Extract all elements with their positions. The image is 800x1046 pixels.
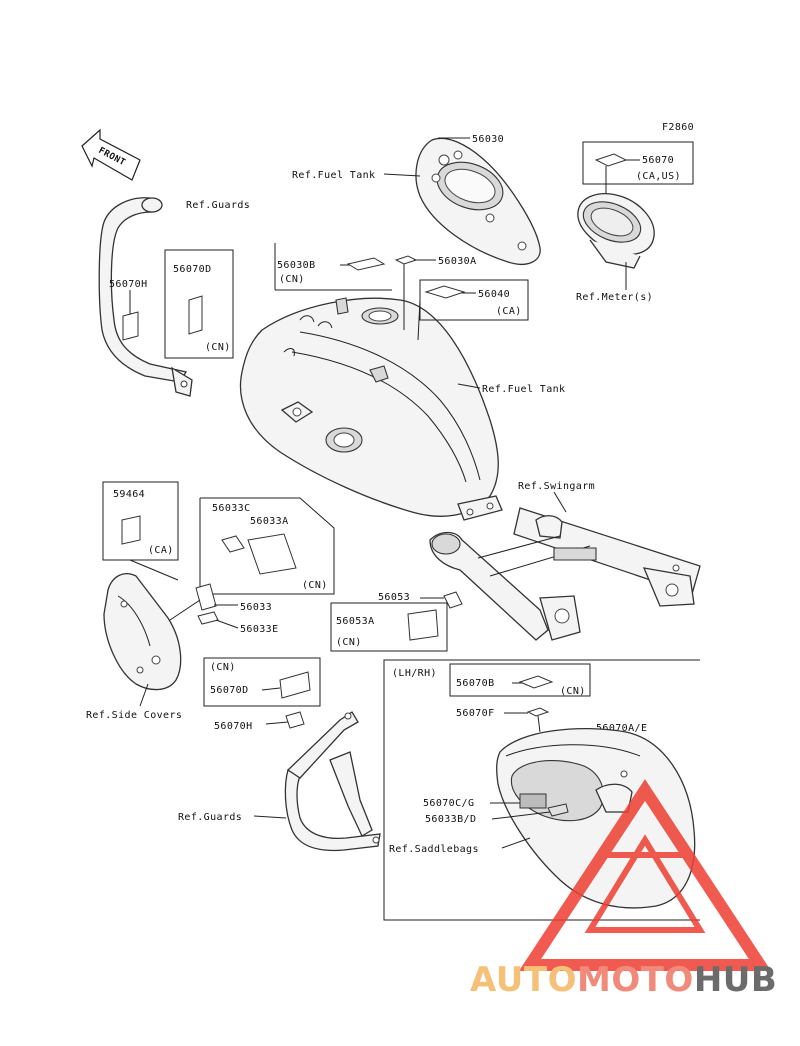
cn-box-56070D-top (164, 249, 234, 359)
rear-guard-bottom (284, 711, 381, 852)
ref-side-covers-label: Ref.Side Covers (86, 710, 182, 721)
part-56030: 56030 (472, 134, 504, 145)
decal-56070H-bottom (285, 711, 305, 729)
decal-56070F (526, 707, 550, 717)
decal-56033C (221, 535, 245, 553)
decal-56040 (424, 285, 466, 299)
cn-56070B: (CN) (560, 686, 586, 697)
decal-56070 (594, 153, 628, 167)
fuel-tank (239, 297, 503, 521)
part-56070C-G: 56070C/G (423, 798, 474, 809)
decal-56053A (407, 609, 439, 641)
fuel-tank-cover (415, 137, 541, 265)
part-56053: 56053 (378, 592, 410, 603)
cn-box-56070D-bottom (203, 657, 321, 707)
decal-56033 (195, 583, 217, 611)
cn-box-56070B (449, 663, 591, 697)
saddlebag (496, 728, 696, 909)
ref-saddlebags-label: Ref.Saddlebags (389, 844, 479, 855)
part-56040: 56040 (478, 289, 510, 300)
part-56033A: 56033A (250, 516, 289, 527)
part-59464: 59464 (113, 489, 145, 500)
ref-fuel-tank-top-label: Ref.Fuel Tank (292, 170, 375, 181)
lhrh-label: (LH/RH) (392, 668, 437, 679)
part-56070B: 56070B (456, 678, 495, 689)
lhrh-frame (383, 659, 700, 921)
decal-56053 (443, 591, 463, 609)
figure-code: F2860 (662, 122, 694, 133)
part-56070H-top: 56070H (109, 279, 148, 290)
part-56070A-E: 56070A/E (596, 723, 647, 734)
ca-us-box-56070 (582, 141, 694, 185)
part-56033C: 56033C (212, 503, 251, 514)
part-56070: 56070 (642, 155, 674, 166)
front-guard-top (98, 197, 193, 397)
part-56070F: 56070F (456, 708, 495, 719)
ref-swingarm-label: Ref.Swingarm (518, 481, 595, 492)
side-cover (103, 573, 182, 691)
meter-assembly (577, 193, 655, 269)
part-56070D-top: 56070D (173, 264, 212, 275)
cn-box-56053A (330, 602, 448, 652)
decal-56070H-top (122, 311, 139, 341)
swingarm (429, 507, 701, 641)
decal-56033E (197, 611, 219, 625)
part-56033: 56033 (240, 602, 272, 613)
part-56033E: 56033E (240, 624, 279, 635)
ref-meter-label: Ref.Meter(s) (576, 292, 653, 303)
watermark-text: AUTOMOTOHUB (470, 960, 777, 1000)
part-56070D-bottom: 56070D (210, 685, 249, 696)
cn-56070D-bottom: (CN) (210, 662, 236, 673)
decal-56033A (247, 533, 297, 575)
ref-guards-top-label: Ref.Guards (186, 200, 250, 211)
decal-56070B (518, 675, 554, 689)
watermark-auto: AUTO (470, 960, 577, 1000)
part-56030B: 56030B (277, 260, 316, 271)
front-arrow-icon: FRONT (81, 128, 141, 181)
decal-56070D-top (188, 295, 203, 335)
cn-56030B: (CN) (279, 274, 305, 285)
ca-box-59464 (102, 481, 179, 561)
cn-box-56033 (199, 497, 335, 595)
ca-56040: (CA) (496, 306, 522, 317)
cn-56070D-top: (CN) (205, 342, 231, 353)
cn-56053A: (CN) (336, 637, 362, 648)
ref-guards-bottom-label: Ref.Guards (178, 812, 242, 823)
decal-59464 (121, 515, 141, 545)
decal-56070D-bottom (279, 671, 311, 699)
decal-56030B (346, 257, 386, 271)
decal-56030A (394, 255, 418, 265)
cn-56033: (CN) (302, 580, 328, 591)
part-56033B-D: 56033B/D (425, 814, 476, 825)
watermark-hub: HUB (693, 960, 778, 1000)
part-56070H-bottom: 56070H (214, 721, 253, 732)
ca-59464: (CA) (148, 545, 174, 556)
region-56070: (CA,US) (636, 171, 681, 182)
watermark-moto: MOTO (576, 960, 694, 1000)
watermark-logo-icon (518, 779, 772, 971)
part-56030A: 56030A (438, 256, 477, 267)
part-56053A: 56053A (336, 616, 375, 627)
ref-fuel-tank-main-label: Ref.Fuel Tank (482, 384, 565, 395)
